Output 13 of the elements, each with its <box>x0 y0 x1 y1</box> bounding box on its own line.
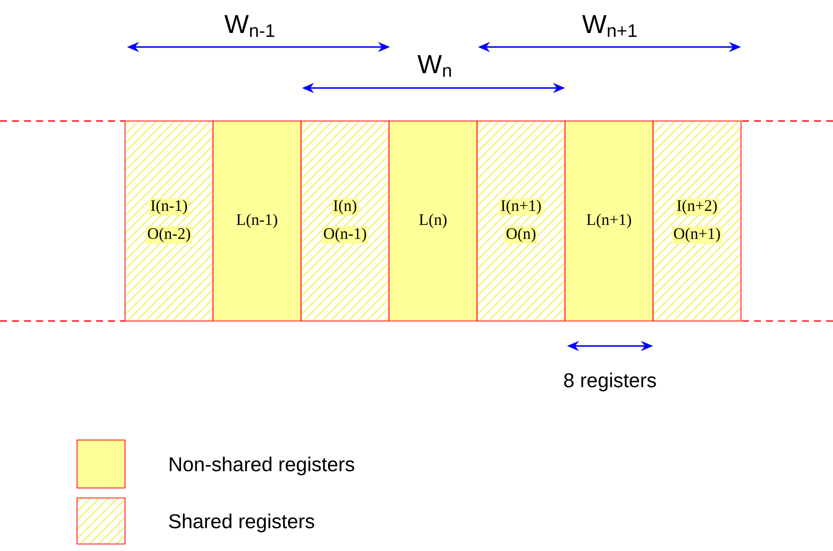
legend-label: Non-shared registers <box>170 456 354 476</box>
dimension-label: W$_{n}$ <box>418 55 451 77</box>
register-column: L(n-1) <box>212 120 302 322</box>
register-column: L(n+1) <box>564 120 654 322</box>
dimension-label: 8 registers <box>564 372 656 392</box>
shared-register-column: I(n+1) O(n) <box>476 120 566 322</box>
legend-label: Shared registers <box>169 514 314 532</box>
dimension-label: W$_{n+1}$ <box>582 15 637 37</box>
register-column: L(n) <box>388 120 478 322</box>
shared-register-column: I(n) O(n-1) <box>300 120 390 322</box>
dimension-label: W$_{n-1}$ <box>224 15 274 37</box>
shared-register-column: I(n+2) O(n+1) <box>652 120 742 322</box>
shared-register-column: I(n-1) O(n-2) <box>124 120 214 322</box>
